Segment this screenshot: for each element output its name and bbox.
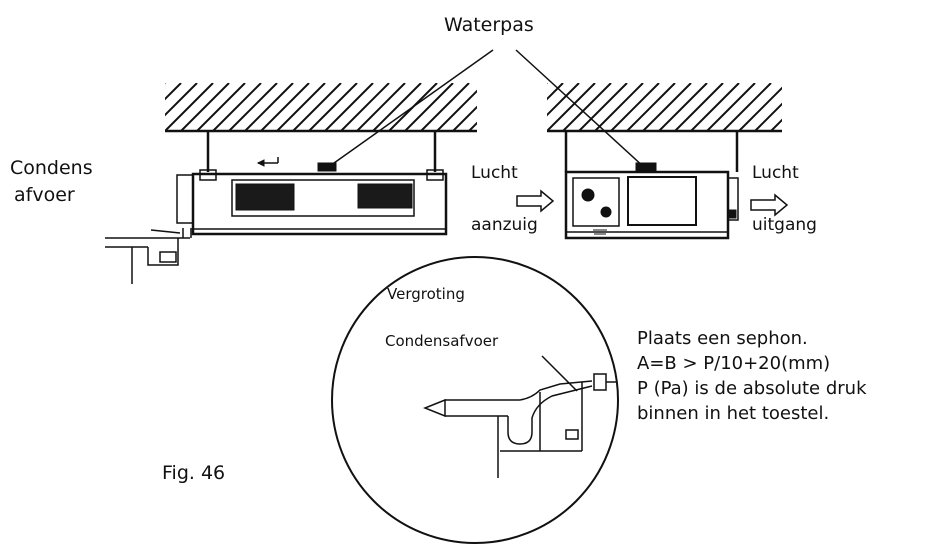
note-line-1: Plaats een sephon. xyxy=(637,328,808,349)
ceiling-hatch-line xyxy=(754,102,782,131)
waterpas-label: Waterpas xyxy=(444,14,534,36)
ceiling-hatch-line xyxy=(706,83,756,131)
ceiling-hatch-line xyxy=(372,83,422,131)
lucht-out-label-line1: Lucht xyxy=(752,163,799,183)
note-line-4: binnen in het toestel. xyxy=(637,403,829,424)
waterpas-pointer-lines xyxy=(326,49,646,169)
note-line-2: A=B > P/10+20(mm) xyxy=(637,353,830,374)
ceiling-hatch-line xyxy=(165,83,214,131)
ceiling-hatch-line xyxy=(501,83,549,131)
ceiling-hatch-line xyxy=(722,83,772,131)
ceiling-hatch-line xyxy=(276,83,326,131)
ceiling-hatch-line xyxy=(165,83,198,117)
ceiling-hatch-line xyxy=(770,118,782,131)
condens-drain-pipe xyxy=(105,228,192,284)
airflow-out-arrow xyxy=(750,193,789,217)
condens-afvoer-label-line1: Condens xyxy=(10,157,93,179)
ceiling-hatch-line xyxy=(547,83,580,117)
ceiling-hatch-line xyxy=(547,83,564,101)
ceiling-right xyxy=(547,83,867,133)
ceiling-hatch-line xyxy=(436,89,477,131)
airflow-in-arrow xyxy=(516,189,555,213)
ceiling-hatch-line xyxy=(738,86,782,131)
condens-afvoer-label-line2: afvoer xyxy=(14,184,75,206)
ceiling-hatch-line xyxy=(228,83,278,131)
ceiling-hatch-line xyxy=(658,83,708,131)
ceiling-left xyxy=(165,83,565,133)
condensafvoer-label: Condensafvoer xyxy=(385,332,499,350)
indoor-unit-front-view xyxy=(564,131,739,240)
ceiling-hatch-line xyxy=(340,83,390,131)
vergroting-label: Vergroting xyxy=(387,285,465,303)
ceiling-hatch-line xyxy=(292,83,342,131)
ceiling-hatch-line xyxy=(610,83,660,131)
ceiling-hatch-line xyxy=(690,83,740,131)
siphon-detail xyxy=(422,355,616,478)
ceiling-hatch-line xyxy=(196,83,246,131)
ceiling-hatch-line xyxy=(517,83,565,131)
ceiling-hatch-line xyxy=(165,83,166,85)
ceiling-hatch-line xyxy=(562,83,612,131)
ceiling-hatch-line xyxy=(642,83,692,131)
magnification-circle xyxy=(331,256,619,544)
indoor-unit-side-view xyxy=(176,131,448,236)
ceiling-hatch-line xyxy=(547,83,596,131)
lucht-in-label-line1: Lucht xyxy=(471,163,518,183)
ceiling-hatch-line xyxy=(244,83,294,131)
ceiling-hatch-line xyxy=(594,83,644,131)
siphon-note: Plaats een sephon. A=B > P/10+20(mm) P (… xyxy=(637,328,867,424)
lucht-out-label-line2: uitgang xyxy=(752,215,817,235)
ceiling-hatch-line xyxy=(420,83,470,131)
ceiling-hatch-line xyxy=(356,83,406,131)
ceiling-hatch-line xyxy=(308,83,358,131)
lucht-in-label-line2: aanzuig xyxy=(471,215,538,235)
note-line-3: P (Pa) is de absolute druk xyxy=(637,378,867,399)
ceiling-hatch-line xyxy=(212,83,262,131)
ceiling-hatch-line xyxy=(803,83,851,131)
ceiling-hatch-line xyxy=(180,83,230,131)
ceiling-hatch-line xyxy=(819,83,867,131)
ceiling-hatch-line xyxy=(787,83,835,131)
ceiling-hatch-line xyxy=(260,83,310,131)
ceiling-hatch-line xyxy=(404,83,454,131)
figure-label: Fig. 46 xyxy=(162,462,225,484)
ceiling-hatch-line xyxy=(452,105,477,131)
ceiling-hatch-line xyxy=(578,83,628,131)
ceiling-hatch-line xyxy=(165,83,182,101)
ceiling-hatch-line xyxy=(485,83,533,131)
ceiling-hatch-line xyxy=(324,83,374,131)
ceiling-hatch-line xyxy=(674,83,724,131)
ceiling-hatch-line xyxy=(626,83,676,131)
ceiling-hatch-line xyxy=(547,83,548,85)
